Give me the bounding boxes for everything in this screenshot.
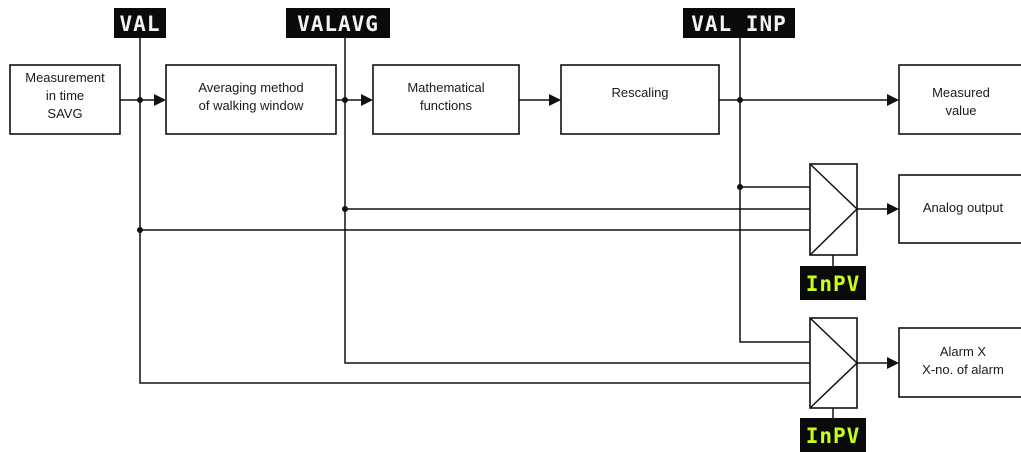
display-valinp-background <box>683 8 795 38</box>
block-averaging: Averaging method of walking window <box>165 64 337 135</box>
arrow-into-rescaling <box>549 94 561 106</box>
display-valavg-background <box>286 8 390 38</box>
block-averaging-line2: of walking window <box>199 98 304 113</box>
display-inpv-analog: InPV <box>800 266 866 300</box>
display-val: VAL <box>114 8 166 38</box>
selector-analog-symbol <box>809 163 859 256</box>
block-measurement-frame <box>9 64 121 135</box>
block-measured-value-line2: value <box>945 103 976 118</box>
selector-alarm-symbol <box>809 317 859 409</box>
block-rescaling-frame <box>560 64 720 135</box>
block-math-line1: Mathematical <box>407 80 484 95</box>
block-analog-output: Analog output <box>898 174 1021 244</box>
selector-alarm <box>809 317 859 409</box>
block-measurement: Measurement in time SAVG <box>9 64 121 135</box>
display-inpv-analog-background <box>800 266 866 300</box>
junction-valinp-analog <box>737 184 743 190</box>
selector-alarm-frame <box>809 317 858 409</box>
arrow-into-analog <box>887 203 899 215</box>
display-val-text: VAL <box>120 12 161 36</box>
arrow-into-math <box>361 94 373 106</box>
block-measured-value: Measured value <box>898 64 1021 135</box>
display-val-background <box>114 8 166 38</box>
block-rescaling: Rescaling <box>560 64 720 135</box>
block-measured-value-frame <box>898 64 1021 135</box>
arrowheads <box>154 94 899 369</box>
wire-val-tap <box>139 38 810 384</box>
connections <box>120 38 888 418</box>
display-valavg-text: VALAVG <box>297 12 379 36</box>
junction-val <box>137 97 143 103</box>
display-valavg: VALAVG <box>286 8 390 38</box>
block-measured-value-line1: Measured <box>932 85 990 100</box>
display-inpv-alarm: InPV <box>800 418 866 452</box>
block-measurement-line3: SAVG <box>47 106 82 121</box>
block-measurement-line2: in time <box>46 88 84 103</box>
arrow-into-averaging <box>154 94 166 106</box>
block-math-line2: functions <box>420 98 473 113</box>
block-analog-output-frame <box>898 174 1021 244</box>
junction-valavg <box>342 97 348 103</box>
block-alarm-frame <box>898 327 1021 398</box>
wire-valavg-tap <box>344 38 810 364</box>
arrow-into-measured <box>887 94 899 106</box>
junction-val-analog <box>137 227 143 233</box>
selector-analog <box>809 163 859 256</box>
block-math-frame <box>372 64 520 135</box>
block-alarm-line1: Alarm X <box>940 344 987 359</box>
wire-valinp-tap <box>739 38 810 343</box>
display-inpv-analog-text: InPV <box>806 272 861 296</box>
display-valinp: VAL INP <box>683 8 795 38</box>
block-alarm: Alarm X X-no. of alarm <box>898 327 1021 398</box>
junction-valinp <box>737 97 743 103</box>
block-rescaling-line1: Rescaling <box>611 85 668 100</box>
display-valinp-text: VAL INP <box>691 12 787 36</box>
block-math: Mathematical functions <box>372 64 520 135</box>
block-analog-output-line1: Analog output <box>923 200 1004 215</box>
junction-valavg-analog <box>342 206 348 212</box>
block-measurement-line1: Measurement <box>25 70 105 85</box>
selector-analog-frame <box>809 163 858 256</box>
block-alarm-line2: X-no. of alarm <box>922 362 1004 377</box>
junctions <box>137 97 743 233</box>
block-averaging-frame <box>165 64 337 135</box>
display-inpv-alarm-text: InPV <box>806 424 861 448</box>
display-inpv-alarm-background <box>800 418 866 452</box>
arrow-into-alarm <box>887 357 899 369</box>
block-averaging-line1: Averaging method <box>198 80 303 95</box>
